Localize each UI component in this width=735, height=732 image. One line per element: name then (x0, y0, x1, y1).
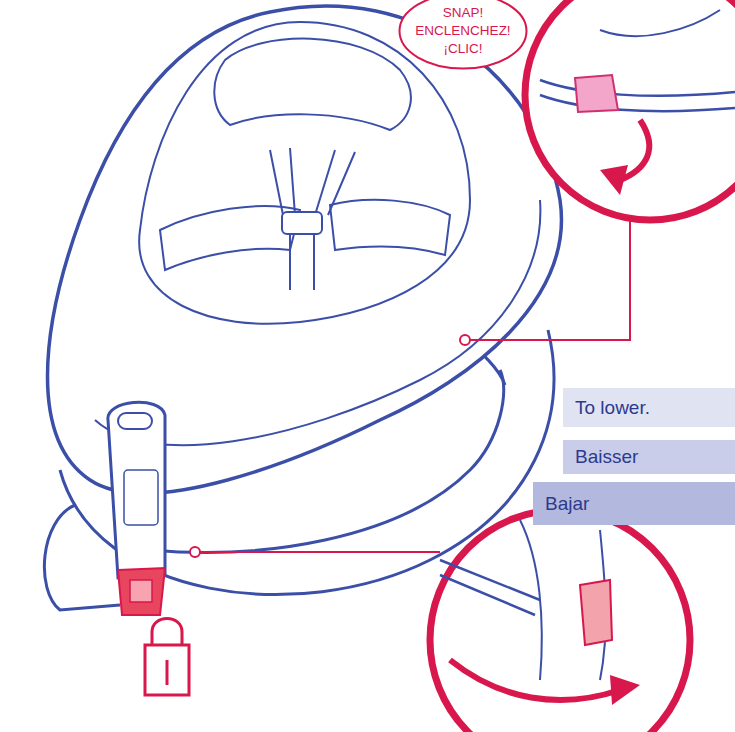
label-band: To lower. (563, 388, 735, 427)
release-clip (575, 75, 618, 112)
callout-bubble: SNAP!ENCLENCHEZ!¡CLIC! (398, 0, 528, 70)
padlock-shackle (152, 619, 182, 646)
lock-button-face (130, 580, 152, 602)
seat-pad (139, 22, 470, 324)
lock-button-detail (580, 580, 612, 645)
bubble-ellipse (400, 0, 527, 69)
leader-dot (190, 547, 200, 557)
padlock-body (145, 645, 189, 695)
callout-text: ¡CLIC! (443, 40, 482, 58)
handle-panel (124, 470, 158, 525)
instruction-text: To lower. (575, 397, 650, 419)
detail-frame (600, 10, 720, 36)
detail-tube (540, 80, 735, 111)
arrow-head (610, 675, 640, 705)
base-tube (44, 505, 120, 610)
label-band: Bajar (533, 482, 735, 525)
seat-shell (48, 6, 562, 493)
label-band: Baisser (563, 440, 735, 474)
side-pad (160, 206, 300, 270)
head-support (214, 39, 411, 130)
callout-text: ENCLENCHEZ! (415, 22, 510, 40)
arrow-head (600, 165, 628, 195)
motion-arrow (450, 660, 620, 700)
callout-text: SNAP! (443, 4, 484, 22)
harness-buckle (282, 212, 322, 234)
leader-line (470, 220, 630, 340)
lock-button (118, 568, 165, 615)
detail-circle (525, 0, 735, 220)
detail-tube (440, 560, 540, 615)
instruction-text: Bajar (545, 493, 589, 515)
leader-line (200, 551, 440, 553)
control-button (118, 413, 152, 429)
padlock-keyhole (166, 660, 169, 685)
instruction-text: Baisser (575, 446, 638, 468)
crotch-strap (290, 234, 314, 290)
front-handle (108, 402, 165, 578)
leader-dot (460, 335, 470, 345)
side-pad (330, 200, 450, 255)
detail-circle (430, 510, 690, 732)
harness-strap (270, 148, 355, 215)
